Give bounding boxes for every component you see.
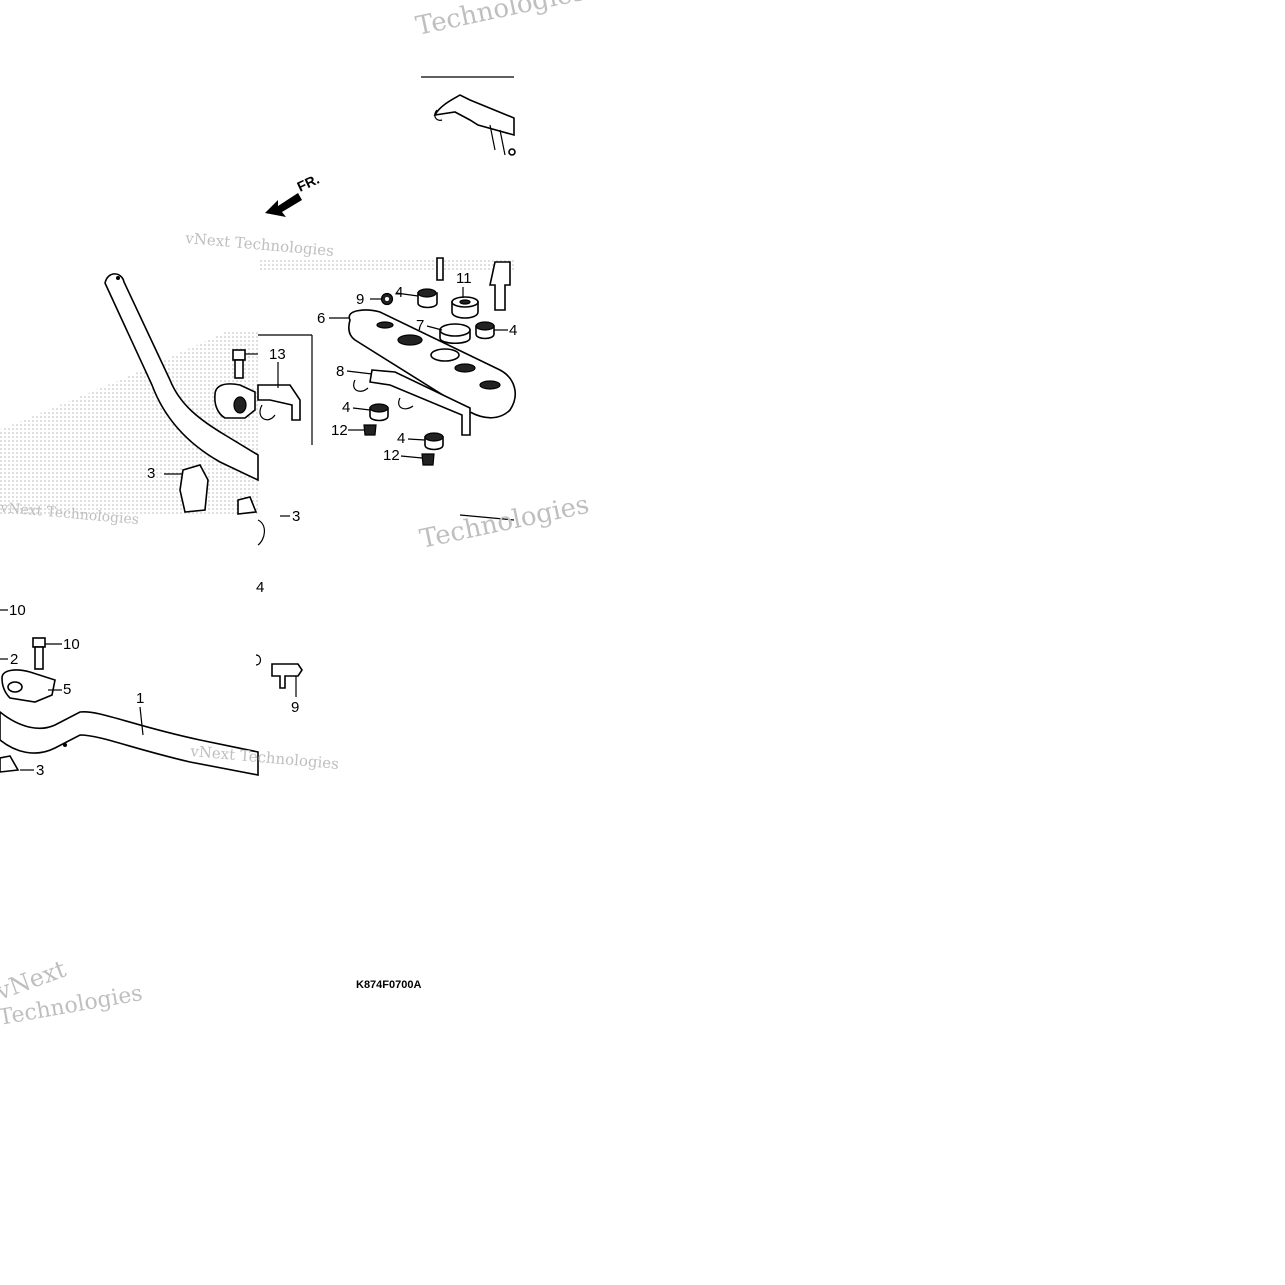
- stem-nut: [451, 296, 479, 319]
- callout-8: 8: [336, 363, 344, 380]
- callout-9: 9: [291, 699, 299, 716]
- meter-stay: [353, 369, 471, 436]
- callout-10: 10: [9, 602, 26, 619]
- handlebar-lower: [0, 710, 259, 776]
- rubber-mounts: [369, 288, 495, 451]
- lock-nut-a: [363, 424, 377, 436]
- callouts: 3 3 3 4 4 4 4 4 5 6 7 8 9 9 10 10 11 12 …: [9, 270, 517, 779]
- watermark-text: Technologies: [413, 0, 588, 42]
- rubber-mount-b: [475, 321, 495, 340]
- small-washer: [380, 292, 394, 306]
- leader-lines: [0, 287, 508, 771]
- handlebar-upper: [104, 273, 259, 482]
- callout-4: 4: [256, 579, 264, 596]
- rubber-mount-d: [424, 432, 444, 451]
- panel-lines: [258, 76, 515, 521]
- callout-9: 9: [356, 291, 364, 308]
- callout-11: 11: [456, 270, 472, 287]
- upper-holder: [214, 383, 256, 419]
- callout-3: 3: [36, 762, 44, 779]
- callout-1: 1: [136, 690, 144, 707]
- upper-holder-lower: [1, 669, 56, 703]
- callout-4: 4: [509, 322, 517, 339]
- callout-4: 4: [395, 284, 403, 301]
- callout-12: 12: [383, 447, 400, 464]
- mount-bolt: [271, 663, 303, 689]
- lower-panel-parts: [0, 519, 303, 773]
- lock-nuts: [363, 424, 435, 466]
- watermark-text: Technologies: [417, 490, 592, 555]
- stem-washer: [439, 323, 471, 345]
- lock-nut-b: [421, 453, 435, 466]
- rubber-mount-c: [369, 403, 389, 422]
- callout-3: 3: [147, 465, 155, 482]
- callout-12: 12: [331, 422, 348, 439]
- front-direction-arrow: FR.: [265, 171, 322, 217]
- callout-6: 6: [317, 310, 325, 327]
- lower-holder-upper-panel: [179, 464, 258, 515]
- rubber-mount-a: [417, 288, 438, 309]
- top-bridge: [348, 309, 516, 419]
- callout-4: 4: [342, 399, 350, 416]
- watermark-text: vNext Technologies: [184, 229, 335, 260]
- drawing-code: K874F0700A: [356, 979, 421, 991]
- lower-holder-lower: [0, 755, 20, 773]
- callout-5: 5: [63, 681, 71, 698]
- callout-7: 7: [416, 317, 424, 334]
- watermark-text: vNext Technologies: [189, 742, 340, 773]
- callout-2: 2: [10, 651, 18, 668]
- clamp-bracket: [257, 384, 301, 421]
- callout-13: 13: [269, 346, 286, 363]
- front-direction-label: FR.: [295, 171, 322, 195]
- handlebar-bolt: [32, 637, 46, 670]
- callout-3: 3: [292, 508, 300, 525]
- callout-4: 4: [397, 430, 405, 447]
- inset-bracket: [433, 94, 516, 156]
- fork-tops: [436, 257, 511, 311]
- holder-bolt-upper: [232, 349, 246, 379]
- callout-10: 10: [63, 636, 80, 653]
